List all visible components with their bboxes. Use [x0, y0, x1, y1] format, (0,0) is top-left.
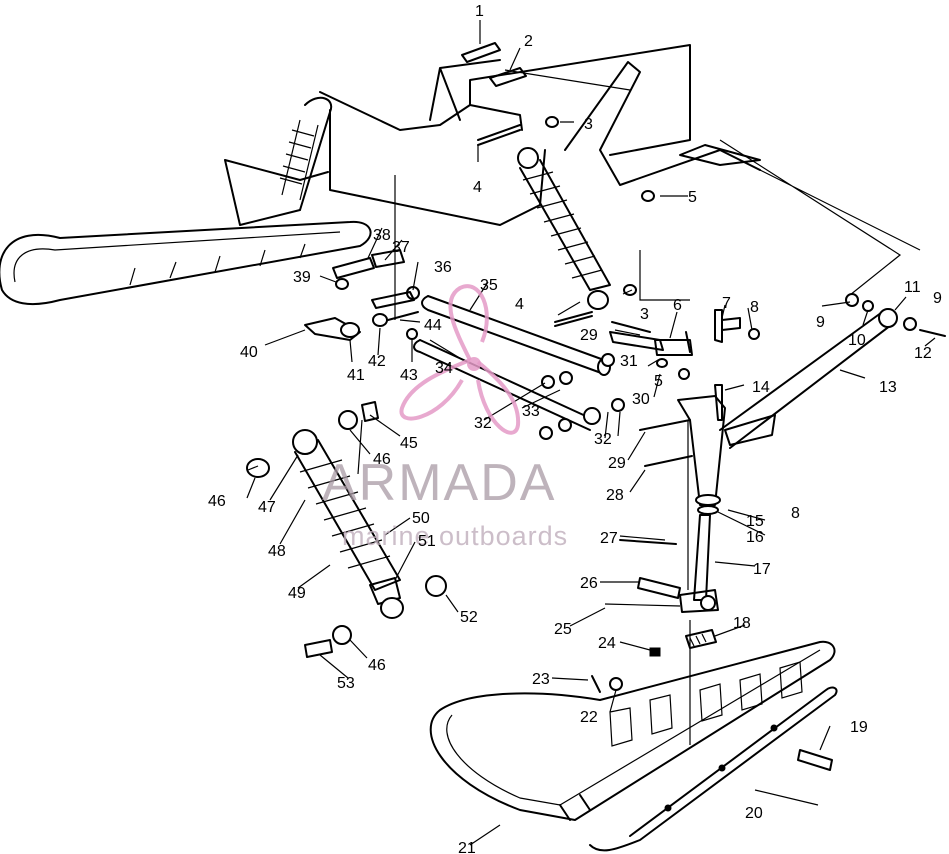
callout-9: 9: [816, 314, 825, 331]
callout-10: 10: [848, 332, 866, 349]
callout-17: 17: [753, 561, 771, 578]
callout-32: 32: [594, 431, 612, 448]
callout-35: 35: [480, 277, 498, 294]
callout-16: 16: [746, 529, 764, 546]
callout-2: 2: [524, 33, 533, 50]
callout-39: 39: [293, 269, 311, 286]
propeller-logo-icon: [399, 284, 521, 435]
callout-24: 24: [598, 635, 616, 652]
callout-6: 6: [673, 297, 682, 314]
callout-46: 46: [368, 657, 386, 674]
callout-31: 31: [620, 353, 638, 370]
right-linkage-parts: [609, 293, 946, 421]
callout-30: 30: [632, 391, 650, 408]
callout-8: 8: [750, 299, 759, 316]
linkage-bracket-parts: [304, 249, 420, 341]
callout-38: 38: [373, 227, 391, 244]
torque-rods: [413, 295, 625, 440]
callout-49: 49: [288, 585, 306, 602]
callout-37: 37: [392, 239, 410, 256]
callout-28: 28: [606, 487, 624, 504]
callout-27: 27: [600, 530, 618, 547]
watermark-subtitle: marine outboards: [342, 521, 568, 551]
callout-5: 5: [688, 189, 697, 206]
callout-23: 23: [532, 671, 550, 688]
callout-40: 40: [240, 344, 258, 361]
callout-8: 8: [791, 505, 800, 522]
leader-lines: [246, 20, 936, 846]
callout-18: 18: [733, 615, 751, 632]
callout-44: 44: [424, 317, 442, 334]
callout-48: 48: [268, 543, 286, 560]
callout-7: 7: [722, 295, 731, 312]
callout-46: 46: [208, 493, 226, 510]
callout-51: 51: [418, 533, 436, 550]
callout-11: 11: [904, 279, 921, 296]
callout-14: 14: [752, 379, 770, 396]
left-spring-assembly: [224, 91, 523, 226]
front-ski: [429, 620, 838, 852]
callout-50: 50: [412, 510, 430, 527]
watermark: ARMADA marine outboards: [322, 284, 568, 551]
callout-45: 45: [400, 435, 418, 452]
callout-33: 33: [522, 403, 540, 420]
callout-9: 9: [933, 290, 942, 307]
callout-25: 25: [554, 621, 572, 638]
callout-19: 19: [850, 719, 868, 736]
chassis-frame: [329, 44, 921, 320]
callout-4: 4: [473, 179, 482, 196]
callout-22: 22: [580, 709, 598, 726]
callout-32: 32: [474, 415, 492, 432]
watermark-title: ARMADA: [322, 454, 556, 512]
callout-5: 5: [654, 373, 663, 390]
callout-29: 29: [608, 455, 626, 472]
callout-1: 1: [475, 3, 484, 20]
callout-12: 12: [914, 345, 932, 362]
tie-rod: [719, 308, 898, 449]
callout-labels: 1 2 3 3 4 4 5 5 6 7 8 8 9 9 10 11 12 13 …: [208, 3, 942, 854]
callout-20: 20: [745, 805, 763, 822]
callout-13: 13: [879, 379, 897, 396]
callout-53: 53: [337, 675, 355, 692]
callout-29: 29: [580, 327, 598, 344]
left-ski: [0, 220, 372, 306]
callout-42: 42: [368, 353, 386, 370]
callout-26: 26: [580, 575, 598, 592]
callout-15: 15: [746, 513, 764, 530]
callout-36: 36: [434, 259, 452, 276]
front-shock-absorber: [246, 401, 447, 658]
callout-34: 34: [435, 360, 453, 377]
callout-3: 3: [640, 306, 649, 323]
spindle-assembly: [619, 395, 726, 613]
callout-4: 4: [515, 296, 524, 313]
callout-52: 52: [460, 609, 478, 626]
callout-21: 21: [458, 840, 476, 854]
callout-46: 46: [373, 451, 391, 468]
callout-47: 47: [258, 499, 276, 516]
callout-41: 41: [347, 367, 365, 384]
center-shock-absorber: [517, 147, 611, 310]
callout-3: 3: [584, 116, 593, 133]
callout-43: 43: [400, 367, 418, 384]
